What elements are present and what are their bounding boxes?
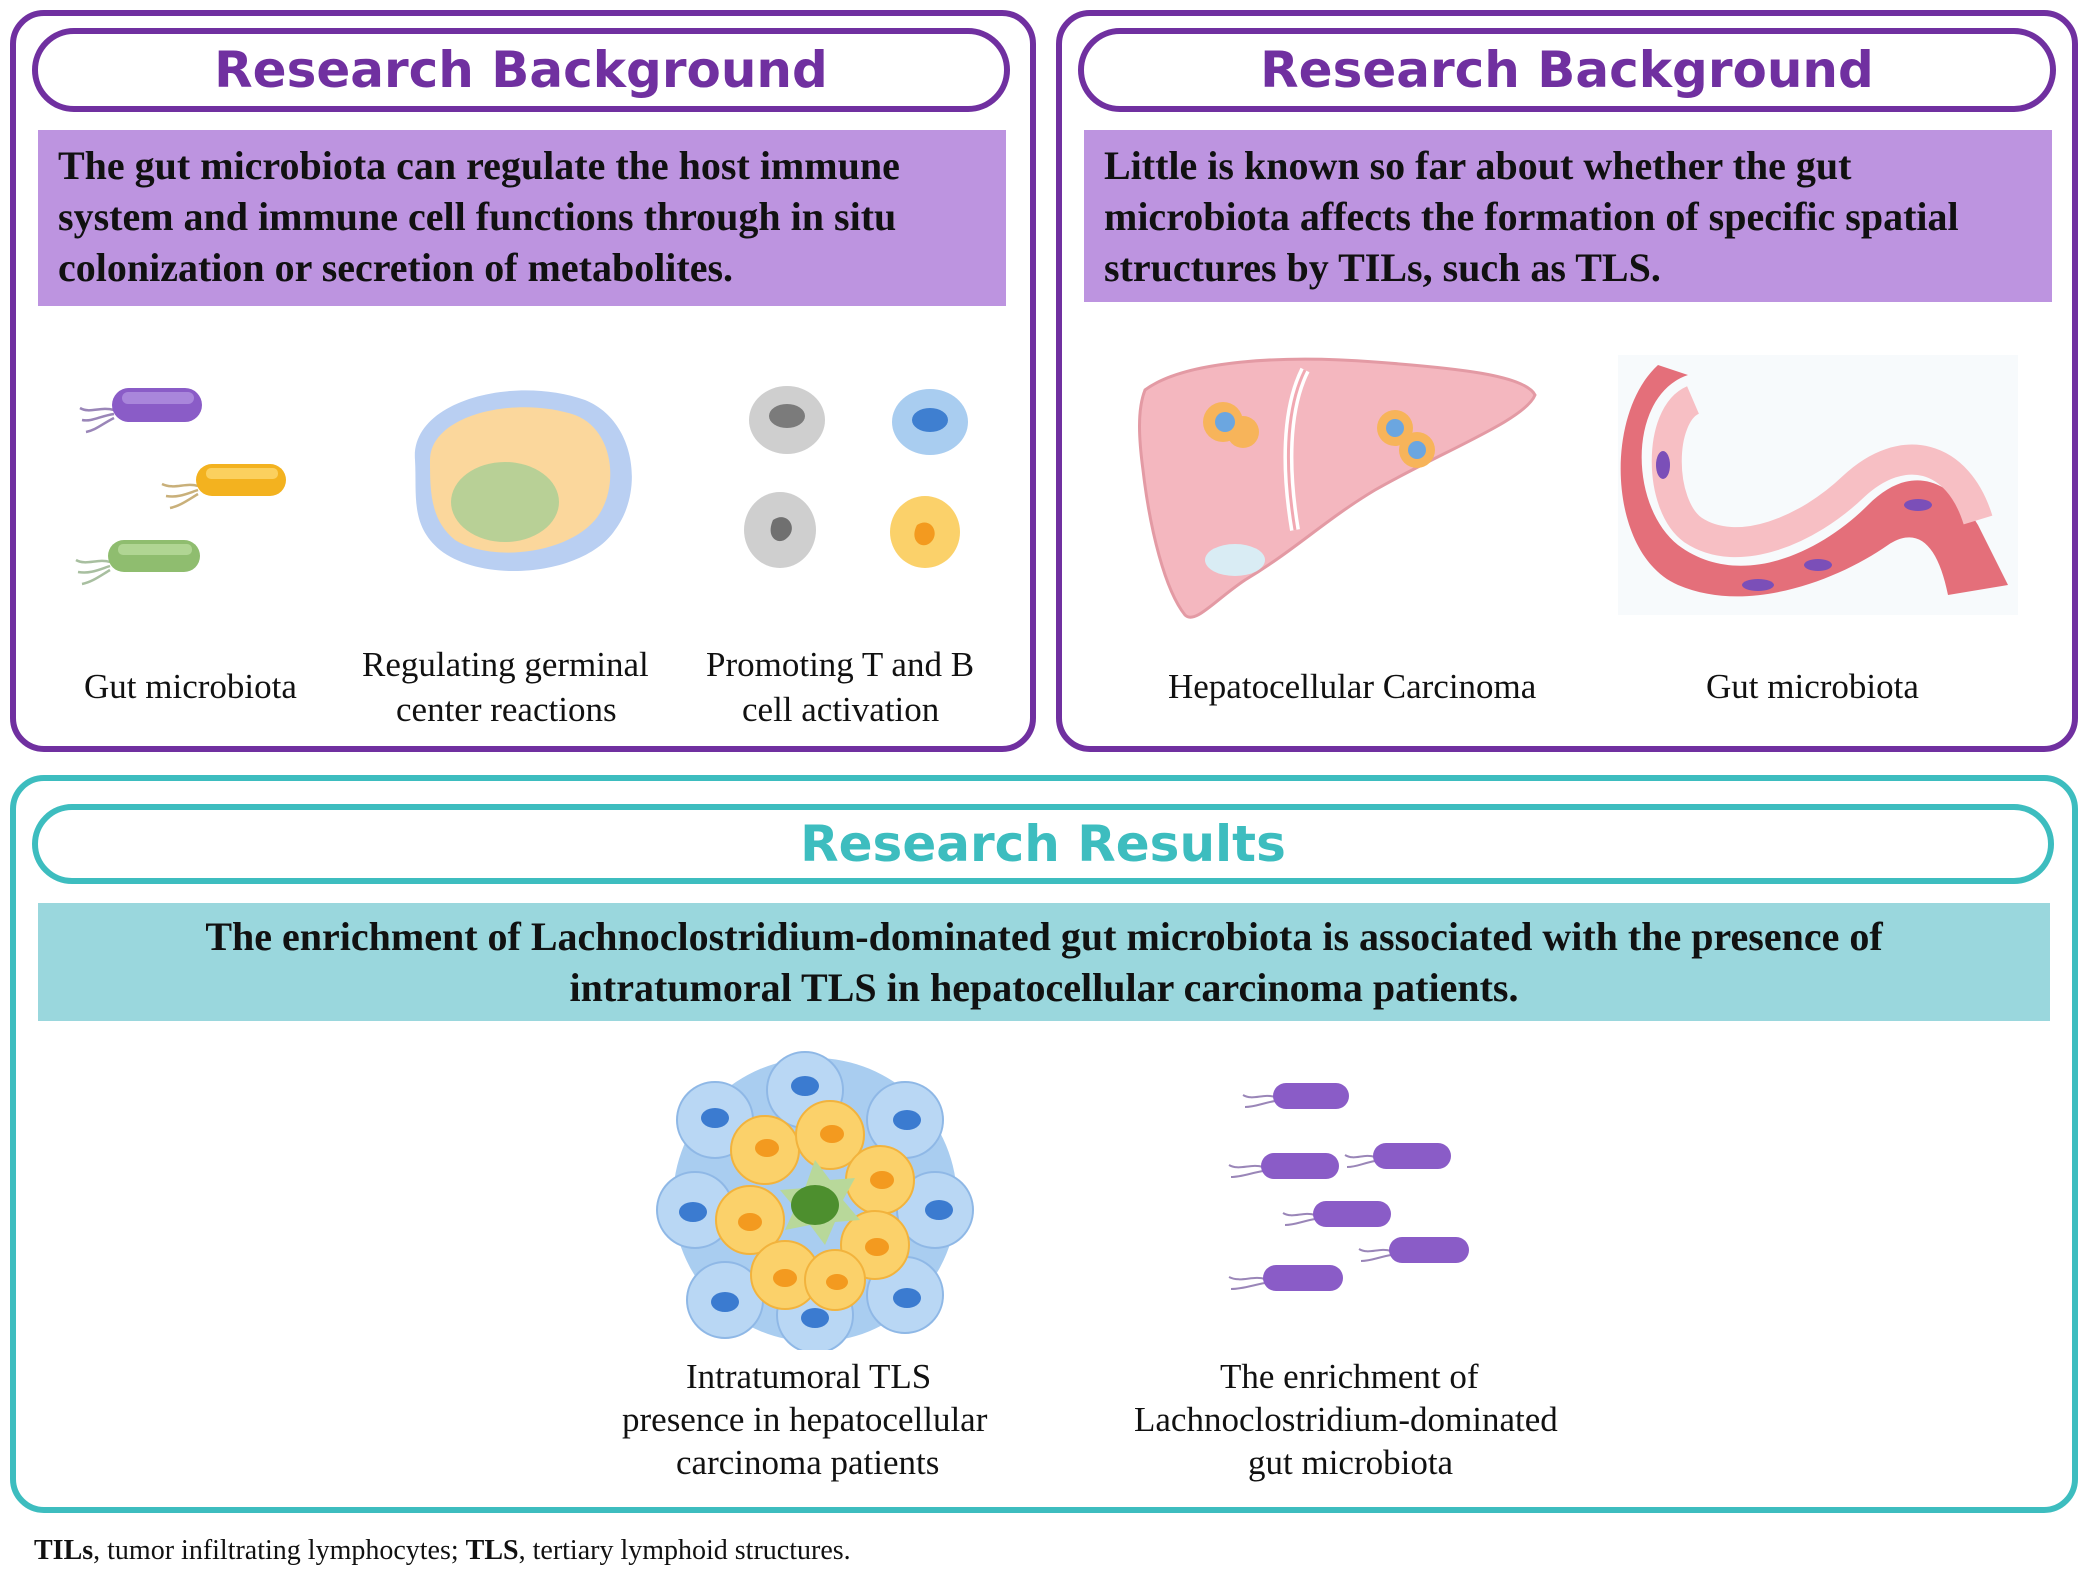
gray-cell-icon xyxy=(749,386,825,454)
panel-results-title: Research Results xyxy=(32,804,2054,884)
intestine-illustration xyxy=(1618,355,2018,615)
bacterium-purple-icon xyxy=(79,388,202,434)
tumor-icon xyxy=(1203,402,1259,448)
caption-enrichment-line2: Lachnoclostridium-dominated xyxy=(1134,1400,1558,1439)
caption-germinal-line1: Regulating germinal xyxy=(362,645,649,684)
tls-cluster-illustration xyxy=(656,1051,974,1350)
caption-gut-microbiota: Gut microbiota xyxy=(84,667,297,706)
bacterium-purple-icon xyxy=(1282,1201,1391,1227)
caption-germinal-line2: center reactions xyxy=(396,690,617,729)
panel-results-summary: The enrichment of Lachnoclostridium-domi… xyxy=(38,903,2050,1021)
caption-hepatocellular-carcinoma: Hepatocellular Carcinoma xyxy=(1168,667,1537,706)
gut-microbiota-illustration xyxy=(75,388,286,586)
results-summary-line2: intratumoral TLS in hepatocellular carci… xyxy=(569,965,1519,1010)
footnote-abbreviations: TILs, tumor infiltrating lymphocytes; TL… xyxy=(34,1535,851,1567)
panel-research-results xyxy=(10,775,2078,1513)
caption-tls-line2: presence in hepatocellular xyxy=(622,1400,988,1439)
blue-cell-icon xyxy=(892,389,968,455)
footnote-tils-abbr: TILs xyxy=(34,1535,94,1566)
panel-left-title: Research Background xyxy=(32,28,1010,112)
bacterium-green-icon xyxy=(75,540,200,586)
caption-tls-line3: carcinoma patients xyxy=(676,1443,940,1482)
caption-gut-microbiota-right: Gut microbiota xyxy=(1706,667,1919,706)
enriched-bacteria-illustration xyxy=(1228,1083,1469,1291)
germinal-center-illustration xyxy=(414,390,632,572)
bacterium-purple-icon xyxy=(1344,1143,1451,1169)
bacterium-purple-icon xyxy=(1228,1265,1343,1291)
gray-cell-icon xyxy=(744,492,816,568)
liver-illustration xyxy=(1138,357,1537,619)
bacterium-purple-icon xyxy=(1358,1237,1469,1263)
yellow-cell-icon xyxy=(890,496,960,568)
caption-enrichment-line3: gut microbiota xyxy=(1248,1443,1454,1482)
caption-enrichment-line1: The enrichment of xyxy=(1220,1357,1479,1396)
footnote-tils-def: , tumor infiltrating lymphocytes; xyxy=(93,1535,466,1566)
panel-right-summary: Little is known so far about whether the… xyxy=(1084,130,2052,302)
panel-left-summary: The gut microbiota can regulate the host… xyxy=(38,130,1006,306)
bacterium-yellow-icon xyxy=(161,464,286,510)
panel-right-title: Research Background xyxy=(1078,28,2056,112)
footnote-tls-abbr: TLS xyxy=(465,1535,519,1566)
caption-activation-line1: Promoting T and B xyxy=(706,645,975,684)
footnote-tls-def: , tertiary lymphoid structures. xyxy=(518,1535,851,1566)
bacterium-purple-icon xyxy=(1242,1083,1349,1109)
results-summary-line1: The enrichment of Lachnoclostridium-domi… xyxy=(205,914,1883,959)
bacterium-purple-icon xyxy=(1228,1153,1339,1179)
caption-activation-line2: cell activation xyxy=(742,690,940,729)
caption-tls-line1: Intratumoral TLS xyxy=(686,1357,932,1396)
tumor-icon xyxy=(1377,410,1435,468)
t-b-cells-illustration xyxy=(744,386,968,568)
